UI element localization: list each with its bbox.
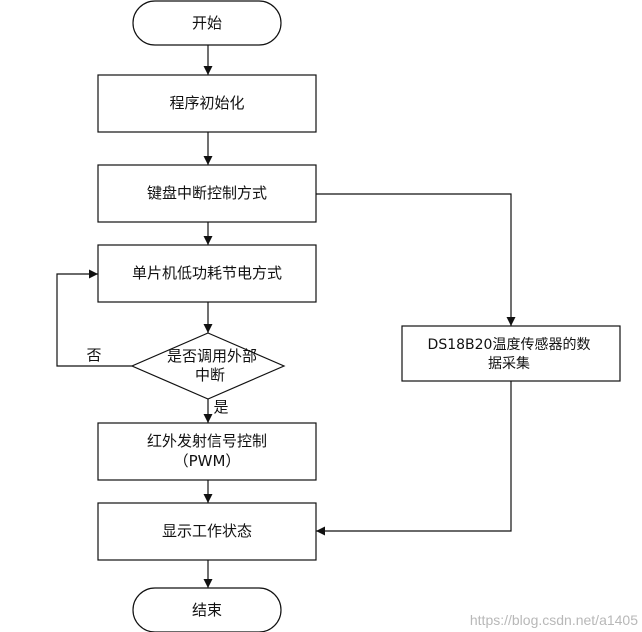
init-box	[97, 74, 317, 133]
arrow-keyboard-to-sensor	[316, 193, 516, 326]
ir-control-box	[97, 422, 317, 481]
ir-control-label-line2: （PWM）	[173, 452, 241, 470]
init-label: 程序初始化	[169, 94, 245, 112]
decision-yes-label: 是	[213, 398, 229, 416]
low-power-label: 单片机低功耗节电方式	[131, 264, 283, 282]
decision-label-line2: 中断	[194, 366, 226, 384]
decision-no-label: 否	[86, 346, 102, 364]
end-terminal	[132, 587, 282, 632]
start-terminal	[132, 0, 282, 46]
keyboard-interrupt-label: 键盘中断控制方式	[146, 184, 268, 202]
start-label: 开始	[191, 14, 223, 32]
sensor-label-line1: DS18B20温度传感器的数	[427, 337, 591, 353]
arrow-sensor-to-display	[316, 381, 512, 536]
display-label: 显示工作状态	[161, 522, 253, 540]
watermark: https://blog.csdn.net/a1405	[469, 612, 638, 628]
sensor-label-line2: 据采集	[488, 356, 530, 372]
ir-control-label-line1: 红外发射信号控制	[146, 432, 268, 450]
end-label: 结束	[191, 601, 223, 619]
arrow-decision-no-loop	[56, 269, 132, 367]
decision-label-line1: 是否调用外部	[166, 347, 258, 365]
